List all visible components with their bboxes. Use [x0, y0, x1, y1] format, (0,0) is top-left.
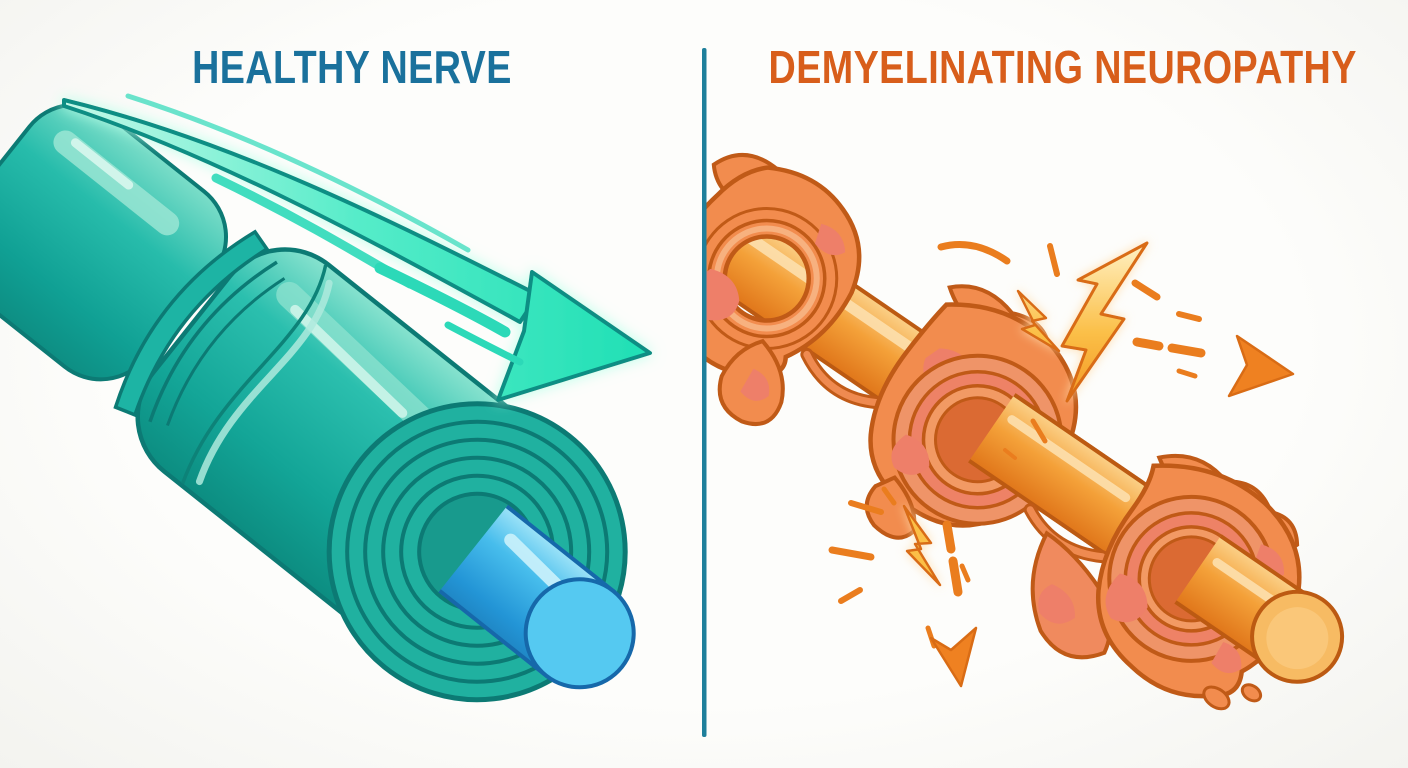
axon-end-cap [523, 577, 636, 690]
lightning-bolt-icon [1016, 289, 1061, 353]
arrowhead [1227, 334, 1295, 398]
axon-highlight [1007, 415, 1131, 503]
lightning-bolt-icon [902, 504, 942, 587]
healthy-nerve-illustration [0, 93, 652, 703]
axon [438, 504, 636, 690]
lightning-bolt-icon [1060, 241, 1149, 403]
loose-myelin-strand [800, 347, 892, 410]
spark-flecks [828, 241, 1202, 649]
signal-flow-arrow [62, 98, 652, 402]
myelin-highlight [70, 138, 134, 190]
arrowhead [929, 626, 978, 688]
speed-lines [125, 93, 524, 366]
damaged-myelin-fragment [706, 152, 862, 427]
healthy-nerve-heading: HEALTHY NERVE [192, 41, 512, 93]
torn-flap [1030, 530, 1113, 660]
demyelinated-nerve-illustration [706, 152, 1345, 711]
myelin-seam-highlight [195, 279, 333, 486]
myelin-highlight [53, 130, 180, 236]
arrowhead [496, 270, 652, 402]
exposed-axon [1174, 534, 1345, 684]
myelin-lesion-patch [1211, 641, 1242, 674]
torn-flap [864, 475, 917, 540]
dashed-arrow-right [1132, 334, 1295, 398]
left-panel-title: HEALTHY NERVE [0, 40, 704, 94]
torn-bit [1240, 683, 1263, 703]
myelin-lesion-patch [706, 268, 740, 321]
myelin-lesion-patch [891, 434, 930, 475]
demyelinating-neuropathy-heading: DEMYELINATING NEUROPATHY [768, 41, 1357, 93]
torn-bit [1202, 685, 1231, 711]
conduction-block-symbols [828, 241, 1295, 688]
myelin-lesion-patch [1105, 573, 1148, 623]
myelin-lesion-patch [814, 223, 846, 256]
right-panel-title: DEMYELINATING NEUROPATHY [704, 40, 1408, 94]
panel-divider [702, 48, 707, 737]
dashed-arrow-down [929, 520, 978, 688]
exposed-axon [968, 393, 1156, 559]
myelin-seam [180, 264, 328, 485]
myelin-wrap-rings [113, 229, 286, 426]
